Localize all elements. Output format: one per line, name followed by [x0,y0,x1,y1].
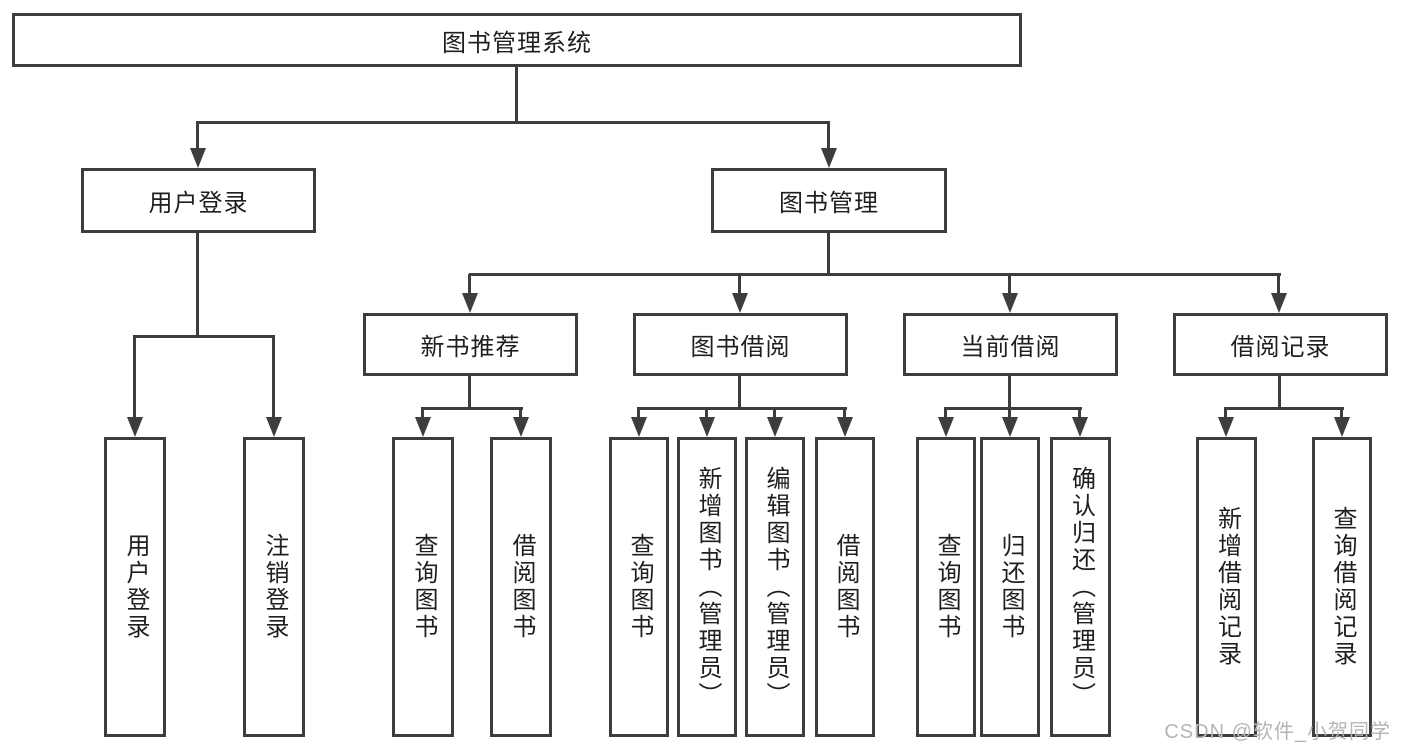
connector-line [738,376,741,409]
connector-line [421,407,523,410]
connector-line [738,274,741,295]
leaf-label: 新增借阅记录 [1213,506,1241,668]
arrow-down-icon [699,417,715,437]
connector-line [944,407,1082,410]
arrow-down-icon [1271,293,1287,313]
connector-line [1008,376,1011,409]
connector-line [468,376,471,409]
leaf-label: 编辑图书（管理员） [762,465,789,709]
connector-line [1008,274,1011,295]
borrow-books-leaf-newbooks: 借阅图书 [490,437,552,737]
connector-line [637,407,847,410]
query-books-leaf-current: 查询图书 [916,437,976,737]
root-node: 图书管理系统 [12,13,1022,67]
user-login-branch-node: 用户登录 [81,168,316,233]
connector-line [705,408,708,419]
arrow-down-icon [631,417,647,437]
leaf-label: 查询图书 [626,533,653,641]
arrow-down-icon [938,417,954,437]
connector-line [133,335,275,338]
arrow-down-icon [732,293,748,313]
group-node-book-borrow: 图书借阅 [633,313,848,376]
leaf-label: 借阅图书 [832,533,859,641]
user-login-leaf: 用户登录 [104,437,166,737]
connector-line [133,336,136,419]
connector-line [196,233,199,338]
connector-line [827,122,830,150]
leaf-label: 确认归还（管理员） [1067,465,1095,709]
watermark: CSDN @软件_小贺同学 [1164,721,1391,743]
group-node-borrow-records: 借阅记录 [1173,313,1388,376]
arrow-down-icon [1218,417,1234,437]
arrow-down-icon [1002,293,1018,313]
leaf-label: 查询图书 [933,533,960,641]
connector-line [944,408,947,419]
connector-line [1224,408,1227,419]
confirm-return-admin-leaf: 确认归还（管理员） [1050,437,1111,737]
return-books-leaf: 归还图书 [980,437,1040,737]
leaf-label: 查询借阅记录 [1329,506,1356,668]
connector-line [1277,274,1280,295]
connector-line [515,67,518,123]
query-books-leaf-newbooks: 查询图书 [392,437,454,737]
connector-line [1078,408,1081,419]
connector-line [196,121,830,124]
connector-line [1340,408,1343,419]
group-node-current-borrow: 当前借阅 [903,313,1118,376]
edit-book-admin-leaf: 编辑图书（管理员） [745,437,805,737]
leaf-label: 借阅图书 [508,533,535,641]
connector-line [469,273,1281,276]
leaf-label: 新增图书（管理员） [694,465,721,709]
arrow-down-icon [266,417,282,437]
connector-line [519,408,522,419]
arrow-down-icon [1002,417,1018,437]
add-borrow-record-leaf: 新增借阅记录 [1196,437,1257,737]
group-node-new-books: 新书推荐 [363,313,578,376]
connector-line [1224,407,1344,410]
leaf-label: 查询图书 [410,533,437,641]
arrow-down-icon [415,417,431,437]
connector-line [827,233,830,275]
connector-line [421,408,424,419]
arrow-down-icon [513,417,529,437]
connector-line [1008,408,1011,419]
leaf-label: 归还图书 [997,533,1024,641]
connector-line [637,408,640,419]
add-book-admin-leaf: 新增图书（管理员） [677,437,737,737]
arrow-down-icon [821,148,837,168]
book-management-branch-node: 图书管理 [711,168,947,233]
leaf-label: 用户登录 [122,533,149,641]
query-books-leaf-borrow: 查询图书 [609,437,669,737]
connector-line [843,408,846,419]
arrow-down-icon [190,148,206,168]
arrow-down-icon [462,293,478,313]
connector-line [272,336,275,419]
arrow-down-icon [767,417,783,437]
connector-line [468,274,471,295]
connector-line [773,408,776,419]
arrow-down-icon [1334,417,1350,437]
leaf-label: 注销登录 [261,533,288,641]
arrow-down-icon [127,417,143,437]
connector-line [1278,376,1281,409]
query-borrow-record-leaf: 查询借阅记录 [1312,437,1372,737]
logout-leaf: 注销登录 [243,437,305,737]
connector-line [196,122,199,150]
borrow-books-leaf-borrow: 借阅图书 [815,437,875,737]
arrow-down-icon [1072,417,1088,437]
arrow-down-icon [837,417,853,437]
